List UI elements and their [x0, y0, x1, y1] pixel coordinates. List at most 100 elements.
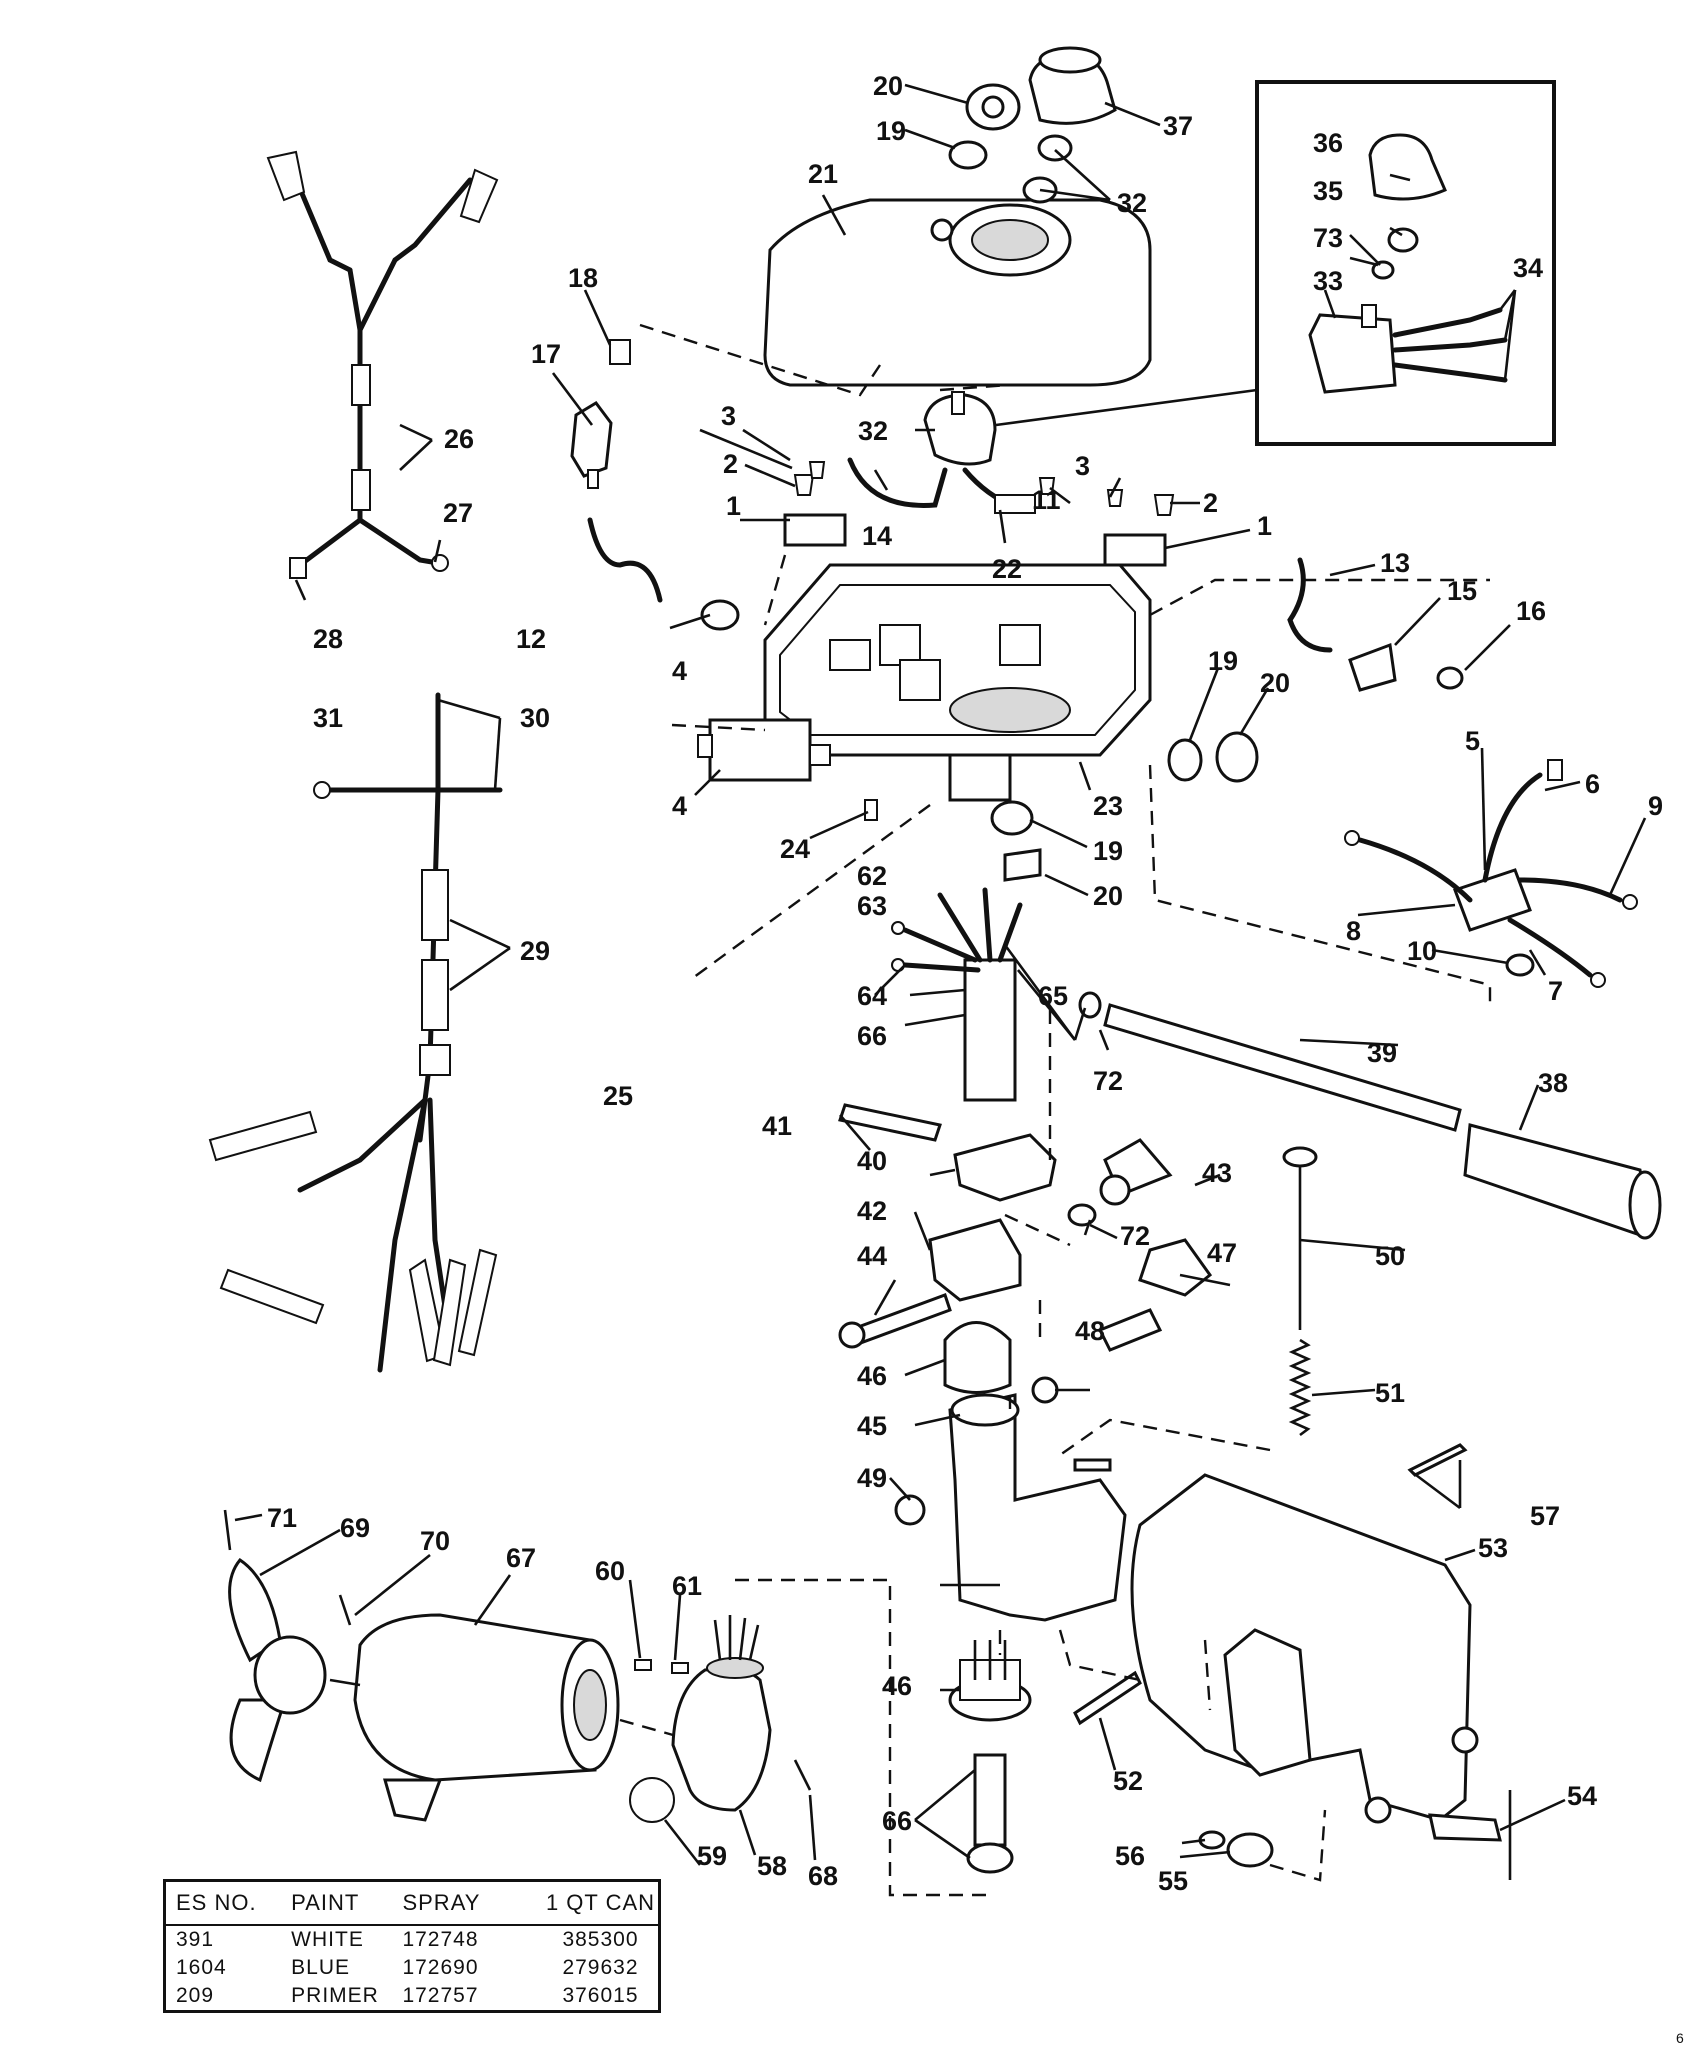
label-55: 55 — [1158, 1866, 1188, 1896]
top-cover-group — [763, 46, 1152, 387]
cell-paint: PRIMER — [291, 1984, 379, 2007]
label-7: 7 — [1548, 976, 1563, 1006]
header-es-no: ES NO. — [176, 1890, 257, 1915]
label-3-left: 3 — [721, 401, 736, 431]
cell-paint: BLUE — [291, 1956, 351, 1979]
label-10: 10 — [1407, 936, 1437, 966]
label-4-bottom: 4 — [672, 791, 687, 821]
label-45: 45 — [857, 1411, 887, 1441]
label-64: 64 — [857, 981, 887, 1011]
label-52: 52 — [1113, 1766, 1143, 1796]
label-44: 44 — [857, 1241, 887, 1271]
label-20-lower: 20 — [1093, 881, 1123, 911]
label-69: 69 — [340, 1513, 370, 1543]
label-62: 62 — [857, 861, 887, 891]
label-15: 15 — [1447, 576, 1477, 606]
paint-table: ES NO. PAINT SPRAY 1 QT CAN 391 WHITE 17… — [163, 1879, 661, 2013]
label-56: 56 — [1115, 1841, 1145, 1871]
label-47: 47 — [1207, 1238, 1237, 1268]
label-11: 11 — [1032, 485, 1061, 515]
table-row: 209 PRIMER 172757 376015 — [166, 1982, 658, 2010]
cell-can: 279632 — [562, 1956, 639, 1979]
label-2-right: 2 — [1203, 488, 1218, 518]
label-36: 36 — [1313, 128, 1343, 158]
label-66-bottom: 66 — [882, 1806, 912, 1836]
label-18: 18 — [568, 263, 598, 293]
label-6: 6 — [1585, 769, 1600, 799]
header-1qt-can: 1 QT CAN — [545, 1890, 656, 1915]
label-24: 24 — [780, 834, 810, 864]
label-65: 65 — [1038, 981, 1068, 1011]
cell-es-no: 209 — [176, 1984, 215, 2007]
header-paint: PAINT — [291, 1890, 360, 1915]
label-43: 43 — [1202, 1158, 1232, 1188]
battery-cable-assembly-lower — [208, 692, 503, 1373]
label-12: 12 — [516, 624, 546, 654]
label-27: 27 — [443, 498, 473, 528]
label-8: 8 — [1346, 916, 1361, 946]
label-48: 48 — [1075, 1316, 1105, 1346]
stern-bracket-group — [1073, 1443, 1512, 1880]
label-13: 13 — [1380, 548, 1410, 578]
label-72-top: 72 — [1093, 1066, 1123, 1096]
header-spray: SPRAY — [402, 1890, 481, 1915]
label-19-mid: 19 — [1208, 646, 1238, 676]
part-number-labels: 20 37 19 21 32 36 35 73 34 33 18 17 26 3… — [267, 71, 1663, 1896]
cell-spray: 172748 — [402, 1928, 479, 1951]
label-20-top: 20 — [873, 71, 903, 101]
switch-inset-box — [995, 80, 1556, 446]
label-28: 28 — [313, 624, 343, 654]
label-32-mid: 32 — [858, 416, 888, 446]
label-58: 58 — [757, 1851, 787, 1881]
label-19-top: 19 — [876, 116, 906, 146]
label-29: 29 — [520, 936, 550, 966]
label-30: 30 — [520, 703, 550, 733]
label-39: 39 — [1367, 1038, 1397, 1068]
label-54: 54 — [1567, 1781, 1597, 1811]
label-22: 22 — [992, 554, 1022, 584]
label-57: 57 — [1530, 1501, 1560, 1531]
reversing-switch-group — [1344, 759, 1638, 988]
label-1-right: 1 — [1257, 511, 1272, 541]
label-19-lower: 19 — [1093, 836, 1123, 866]
label-5: 5 — [1465, 726, 1480, 756]
assembly-dash-lines — [619, 323, 1492, 1897]
control-housing — [570, 339, 1464, 821]
label-2-left: 2 — [723, 449, 738, 479]
label-21: 21 — [808, 159, 838, 189]
label-16: 16 — [1516, 596, 1546, 626]
label-63: 63 — [857, 891, 887, 921]
label-67: 67 — [506, 1543, 536, 1573]
label-17: 17 — [531, 339, 561, 369]
paint-table-header: ES NO. PAINT SPRAY 1 QT CAN — [166, 1882, 658, 1926]
label-34: 34 — [1513, 253, 1543, 283]
label-37: 37 — [1163, 111, 1193, 141]
label-73: 73 — [1313, 223, 1343, 253]
table-row: 1604 BLUE 172690 279632 — [166, 1954, 658, 1982]
label-31: 31 — [313, 703, 343, 733]
label-20-mid: 20 — [1260, 668, 1290, 698]
label-4-top: 4 — [672, 656, 687, 686]
cell-spray: 172757 — [402, 1984, 479, 2007]
steering-column-group — [838, 800, 1662, 1240]
label-38: 38 — [1538, 1068, 1568, 1098]
label-53: 53 — [1478, 1533, 1508, 1563]
label-71: 71 — [267, 1503, 297, 1533]
label-3-right: 3 — [1075, 451, 1090, 481]
motor-group — [223, 1509, 812, 1823]
label-25: 25 — [603, 1081, 633, 1111]
label-40: 40 — [857, 1146, 887, 1176]
label-72-mid: 72 — [1120, 1221, 1150, 1251]
label-23: 23 — [1093, 791, 1123, 821]
label-32-top: 32 — [1117, 188, 1147, 218]
leader-lines — [234, 83, 1647, 1866]
label-50: 50 — [1375, 1241, 1405, 1271]
label-42: 42 — [857, 1196, 887, 1226]
label-70: 70 — [420, 1526, 450, 1556]
label-60: 60 — [595, 1556, 625, 1586]
label-26: 26 — [444, 424, 474, 454]
cell-can: 376015 — [562, 1984, 639, 2007]
label-33: 33 — [1313, 266, 1343, 296]
cell-paint: WHITE — [291, 1928, 364, 1951]
